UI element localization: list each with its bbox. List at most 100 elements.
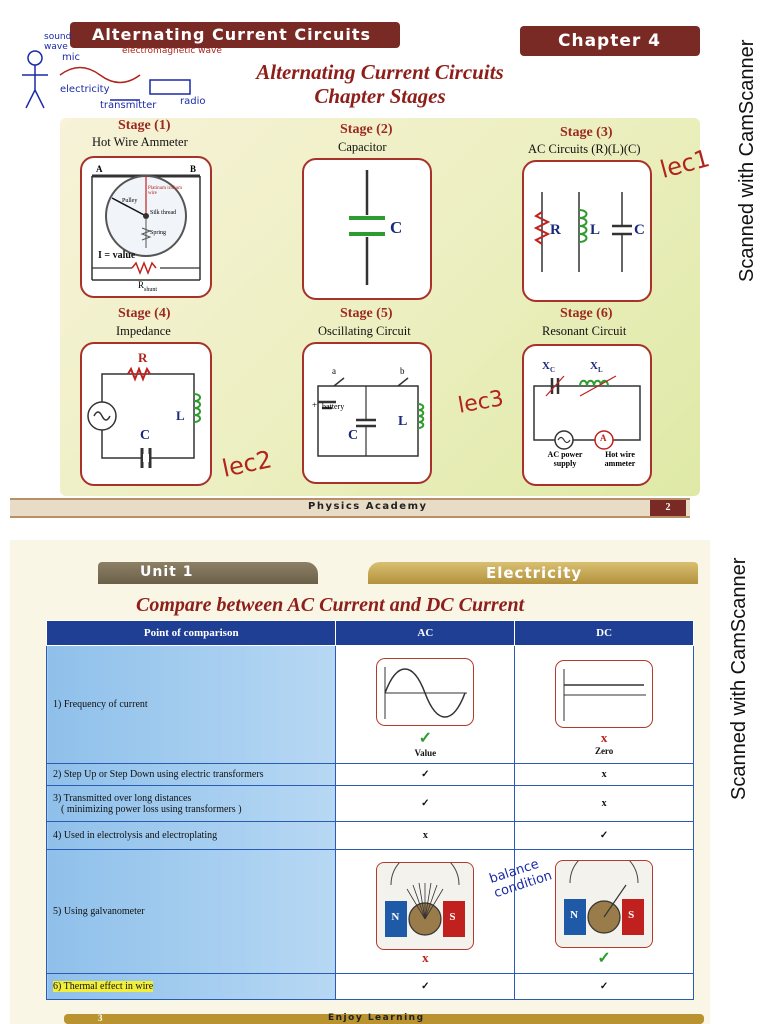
stage-3-sub: AC Circuits (R)(L)(C) [528, 142, 641, 156]
rlc-diagram [533, 192, 632, 272]
galvanometer-dc-icon [564, 848, 645, 935]
dc-wave-graph [555, 659, 654, 728]
row4-ac: x [335, 821, 516, 850]
impedance-l: L [176, 408, 185, 423]
impedance-c: C [140, 428, 151, 443]
page-number: 2 [650, 500, 686, 516]
stage-2-label: Stage (2) [340, 122, 393, 137]
ammeter-rshunt: Rshunt [138, 280, 157, 293]
osc-plus: + [312, 400, 318, 410]
ammeter-i-value: I = value [98, 250, 136, 261]
impedance-box: R L C [80, 342, 212, 486]
stage-1-sub: Hot Wire Ammeter [92, 135, 188, 149]
footer-enjoy: Enjoy Learning [328, 1013, 425, 1023]
rshunt-sub: shunt [144, 286, 158, 293]
ammeter-pulley: Pulley [122, 198, 138, 204]
row2-point: 2) Step Up or Step Down using electric t… [45, 763, 337, 786]
stage-6-label: Stage (6) [560, 306, 613, 321]
chapter-ribbon: Chapter 4 [520, 26, 700, 56]
oscillating-box: a b + battery C L [302, 342, 432, 484]
osc-c: C [348, 428, 359, 443]
ac-wave-graph [376, 657, 475, 726]
row2-ac: ✓ [335, 763, 516, 786]
stage-4-sub: Impedance [116, 324, 171, 338]
chapter-page: Alternating Current Circuits Chapter 4 A… [0, 0, 758, 520]
osc-a: a [332, 366, 336, 376]
stage-5-sub: Oscillating Circuit [318, 324, 411, 338]
comparison-table: Point of comparison AC DC 1) Frequency o… [45, 620, 694, 1000]
row5-point: 5) Using galvanometer [45, 849, 337, 974]
rshunt-r: R [138, 280, 145, 290]
capacitor-diagram [349, 170, 385, 285]
row3-point-line1: 3) Transmitted over long distances [53, 792, 192, 804]
ac-galv-n: N [391, 910, 400, 923]
table-row: 3) Transmitted over long distances ( min… [45, 785, 694, 822]
osc-b: b [400, 366, 405, 376]
res-xc-x: X [542, 360, 550, 372]
table-row: 6) Thermal effect in wire ✓ ✓ [45, 973, 694, 1000]
comparison-page: Unit 1 Electricity Compare between AC Cu… [10, 540, 710, 1024]
page-number-text: 2 [665, 502, 671, 513]
scanner-watermark: Scanned with CamScanner [736, 39, 758, 282]
capacitor-c: C [390, 218, 403, 237]
res-xl-x: X [590, 360, 598, 372]
osc-l: L [398, 414, 408, 429]
row3-point: 3) Transmitted over long distances ( min… [45, 785, 337, 822]
note-sound-wave: sound wave [44, 32, 72, 52]
comparison-title: Compare between AC Current and DC Curren… [136, 594, 525, 616]
stage-4-label: Stage (4) [118, 306, 171, 321]
impedance-r: R [138, 350, 148, 365]
col-ac: AC [335, 620, 516, 646]
row2-dc: x [514, 763, 694, 786]
table-row: 4) Used in electrolysis and electroplati… [45, 821, 694, 850]
page2-number: 3 [98, 1013, 103, 1023]
header-ribbon: Alternating Current Circuits [70, 22, 400, 48]
rlc-c: C [634, 222, 645, 238]
scanner-watermark-2: Scanned with CamScanner [728, 557, 750, 800]
table-row: 1) Frequency of current ✓ Value [45, 645, 694, 764]
stage-3-label: Stage (3) [560, 125, 613, 140]
topic-text: Electricity [486, 564, 583, 582]
stage-5-label: Stage (5) [340, 306, 393, 321]
note-electricity: electricity [60, 84, 110, 95]
dc-galv-n: N [570, 908, 579, 921]
dc-wave-icon [563, 668, 647, 721]
title-line-2: Chapter Stages [314, 84, 446, 108]
row1-dc: x Zero [514, 645, 694, 764]
rlc-box: R L C [522, 160, 652, 302]
unit-tab: Unit 1 [98, 562, 318, 584]
col-point: Point of comparison [45, 620, 337, 646]
row1-ac-note: Value [414, 747, 437, 758]
res-supply: AC power supply [547, 450, 583, 468]
table-row: 5) Using galvanometer [45, 848, 694, 974]
row5-dc-mark: ✓ [597, 949, 611, 967]
oscillating-diagram [317, 377, 425, 457]
row1-ac: ✓ Value [335, 645, 516, 764]
col-dc: DC [514, 620, 694, 646]
page1-footer: Physics Academy 2 [10, 498, 690, 518]
table-row: 2) Step Up or Step Down using electric t… [45, 763, 694, 786]
ac-wave-icon [384, 666, 468, 719]
row1-ac-mark: ✓ [418, 729, 433, 747]
ammeter-silk: Silk thread [150, 210, 177, 216]
page2-footer: Enjoy Learning 3 [64, 1013, 704, 1024]
ac-galvanometer: N S [376, 850, 475, 950]
row6-point-text: 6) Thermal effect in wire [53, 981, 154, 992]
row4-point: 4) Used in electrolysis and electroplati… [45, 821, 337, 850]
hot-wire-ammeter-diagram [91, 174, 201, 281]
row3-dc: x [514, 785, 694, 822]
unit-text: Unit 1 [140, 564, 194, 580]
capacitor-box: C [302, 158, 432, 300]
note-mic: mic [62, 52, 81, 63]
res-ammeter-label: Hot wire ammeter [604, 450, 636, 468]
row6-dc: ✓ [514, 973, 694, 1000]
rlc-l: L [590, 222, 601, 238]
handwritten-sketch [22, 50, 191, 109]
title-line-1: Alternating Current Circuits [256, 60, 504, 84]
res-xl-sub: L [597, 366, 603, 375]
row3-ac: ✓ [335, 785, 516, 822]
impedance-diagram [87, 366, 201, 468]
row5-ac: N S x [335, 849, 516, 974]
row1-dc-note: Zero [594, 745, 614, 756]
row4-dc: ✓ [514, 821, 694, 850]
